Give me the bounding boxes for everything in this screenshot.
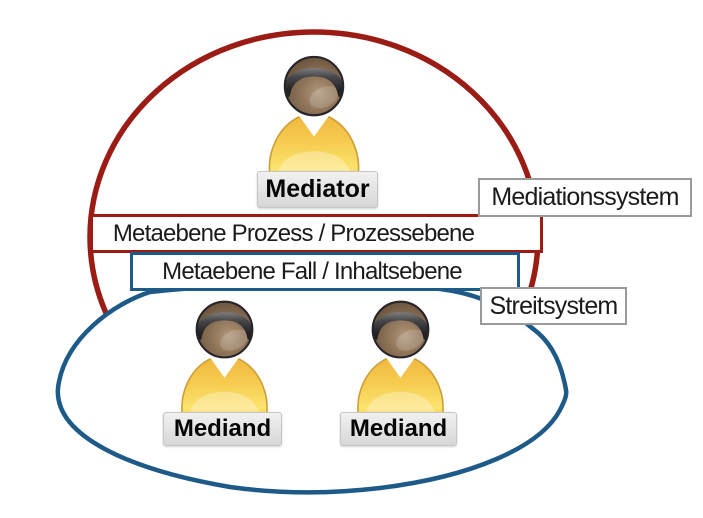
mediand-person-icon-1 bbox=[172, 298, 277, 422]
dispute-system-label: Streitsystem bbox=[480, 287, 627, 325]
process-level-label: Metaebene Prozess / Prozessebene bbox=[112, 219, 475, 247]
mediation-system-label: Mediationssystem bbox=[478, 178, 692, 217]
mediator-person-icon bbox=[259, 53, 369, 183]
content-level-banner: Metaebene Fall / Inhaltsebene bbox=[130, 252, 520, 291]
mediator-plate: Mediator bbox=[257, 171, 378, 208]
mediand-person-icon-2 bbox=[348, 298, 453, 422]
mediand-plate-1: Mediand bbox=[163, 412, 282, 446]
mediand-plate-2: Mediand bbox=[340, 412, 457, 446]
process-level-banner: Metaebene Prozess / Prozessebene bbox=[90, 214, 543, 253]
content-level-label: Metaebene Fall / Inhaltsebene bbox=[162, 257, 462, 285]
